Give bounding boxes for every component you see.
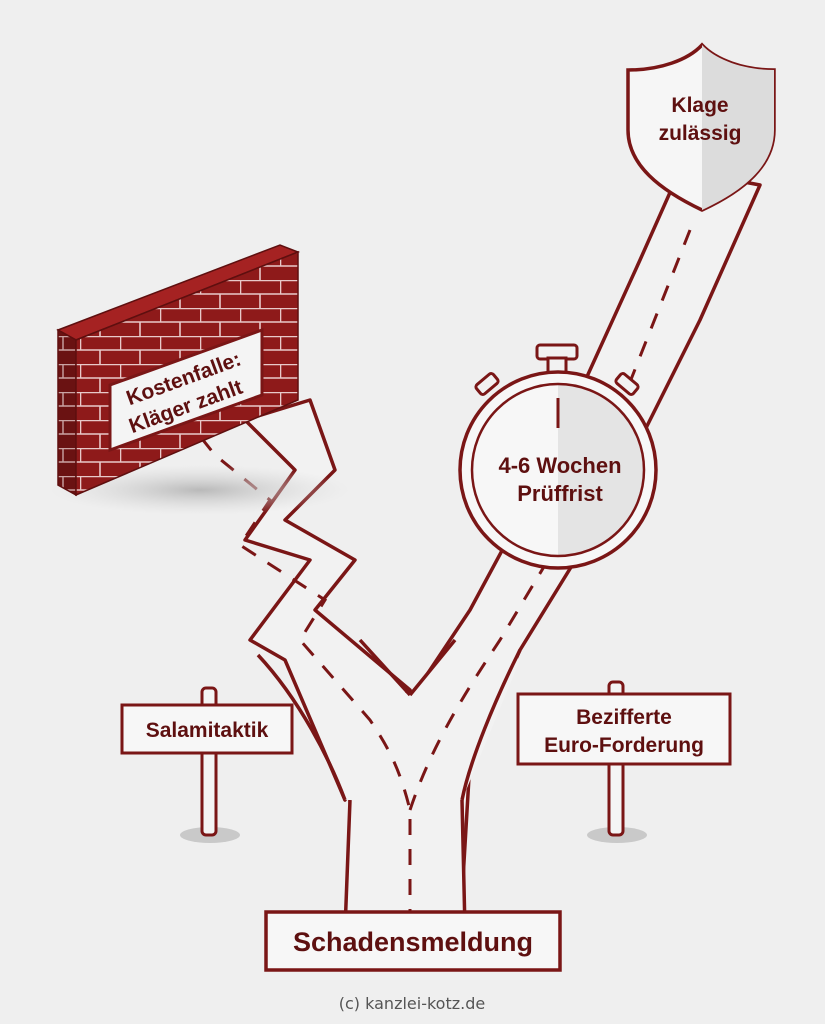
- stopwatch-label-line2: Prüffrist: [517, 481, 603, 506]
- signpost-left: Salamitaktik: [120, 686, 294, 843]
- road-fork-edge: [358, 638, 457, 697]
- road-edge-right: [460, 649, 522, 801]
- signpost-right: Bezifferte Euro-Forderung: [516, 680, 732, 843]
- start-label: Schadensmeldung: [293, 927, 533, 957]
- stopwatch-icon: 4-6 Wochen Prüffrist: [458, 343, 658, 570]
- road-edge-left: [256, 653, 347, 801]
- sign-left-label: Salamitaktik: [146, 719, 269, 742]
- road-dashes: [193, 229, 692, 925]
- sign-right-label-line1: Bezifferte: [576, 706, 672, 729]
- shield-label-line1: Klage: [671, 94, 728, 117]
- shield-icon: Klage zulässig: [626, 42, 776, 212]
- brick-wall-icon: Kostenfalle: Kläger zahlt: [50, 244, 350, 515]
- sign-right-label-line2: Euro-Forderung: [544, 734, 704, 757]
- footer-credit: (c) kanzlei-kotz.de: [339, 994, 485, 1013]
- shield-label-line2: zulässig: [659, 122, 742, 145]
- road-trunk: [345, 760, 465, 930]
- start-box: Schadensmeldung: [264, 910, 562, 972]
- stopwatch-label-line1: 4-6 Wochen: [498, 453, 621, 478]
- road-merge: [300, 620, 520, 800]
